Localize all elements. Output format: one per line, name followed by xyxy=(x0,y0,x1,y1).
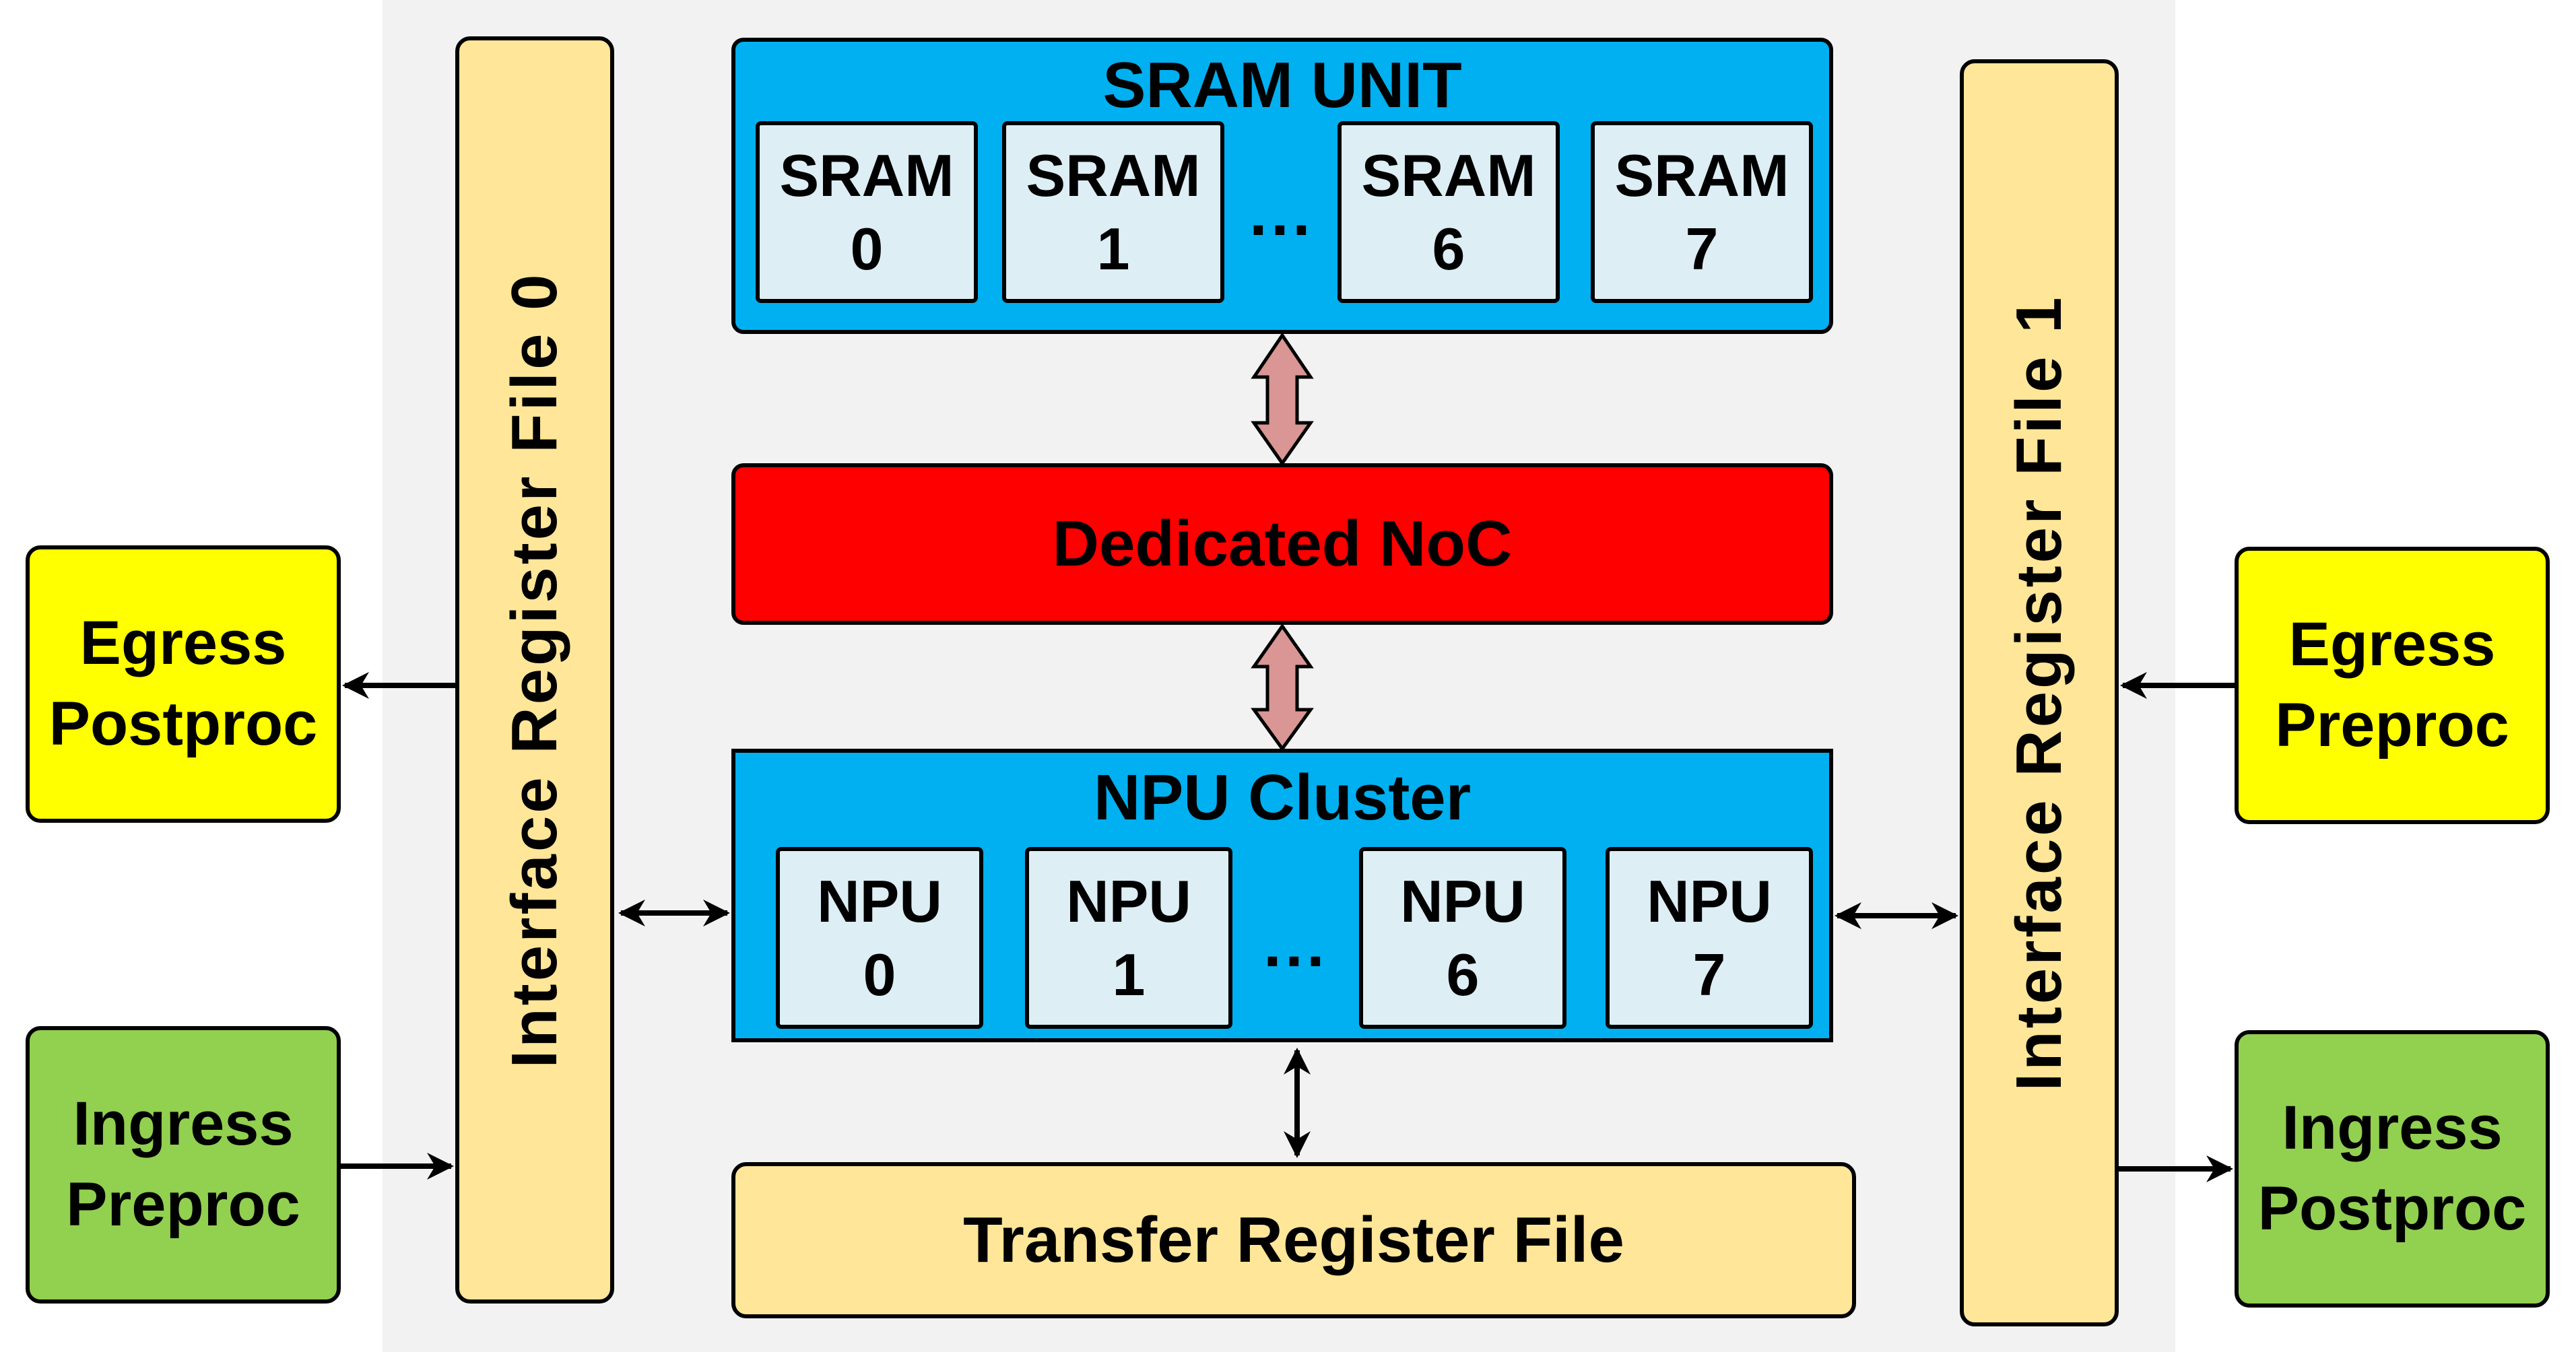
interface-register-file-1: Interface Register File 1 xyxy=(1960,59,2119,1326)
sram-cell-name: SRAM xyxy=(1026,141,1201,209)
ingress-preproc-line2: Preproc xyxy=(66,1170,300,1239)
sram-cell-index: 0 xyxy=(850,215,884,282)
dedicated-noc-label: Dedicated NoC xyxy=(1052,508,1513,580)
sram-cell-name: SRAM xyxy=(1361,141,1536,209)
sram-cell-index: 1 xyxy=(1096,215,1130,282)
ingress-postproc-line2: Postproc xyxy=(2257,1174,2527,1243)
transfer-register-file: Transfer Register File xyxy=(731,1162,1856,1318)
sram-cell-name: SRAM xyxy=(1614,141,1789,209)
npu-cell-name: NPU xyxy=(1400,867,1525,935)
egress-postproc-line2: Postproc xyxy=(48,689,318,758)
npu-cell-name: NPU xyxy=(1647,867,1772,935)
egress-preproc-line1: Egress xyxy=(2288,610,2496,679)
ingress-postproc-line1: Ingress xyxy=(2282,1093,2503,1163)
npu-cluster-title: NPU Cluster xyxy=(1093,762,1472,834)
noc-npu-double-arrow xyxy=(1251,623,1314,752)
egress-postproc-line1: Egress xyxy=(79,609,287,678)
dedicated-noc: Dedicated NoC xyxy=(731,463,1833,625)
sram-ellipsis: ··· xyxy=(1249,194,1314,266)
interface-register-file-0: Interface Register File 0 xyxy=(455,36,614,1304)
ingress-preproc-line1: Ingress xyxy=(73,1089,294,1159)
npu-cell-index: 7 xyxy=(1692,941,1726,1008)
sram-unit-title: SRAM UNIT xyxy=(1102,49,1462,121)
egress-preproc-line2: Preproc xyxy=(2275,691,2509,759)
sram-cell-name: SRAM xyxy=(779,141,954,209)
sram-cell-index: 7 xyxy=(1685,215,1719,282)
npu-cell-index: 0 xyxy=(863,941,896,1008)
npu-cell-name: NPU xyxy=(1066,867,1191,935)
npu-cell-name: NPU xyxy=(817,867,942,935)
sram-cell-index: 6 xyxy=(1432,215,1465,282)
npu-cell-index: 6 xyxy=(1446,941,1480,1008)
sram-noc-double-arrow xyxy=(1251,332,1314,467)
transfer-register-file-label: Transfer Register File xyxy=(963,1204,1624,1276)
npu-cell-index: 1 xyxy=(1112,941,1146,1008)
npu-ellipsis: ··· xyxy=(1263,925,1328,997)
